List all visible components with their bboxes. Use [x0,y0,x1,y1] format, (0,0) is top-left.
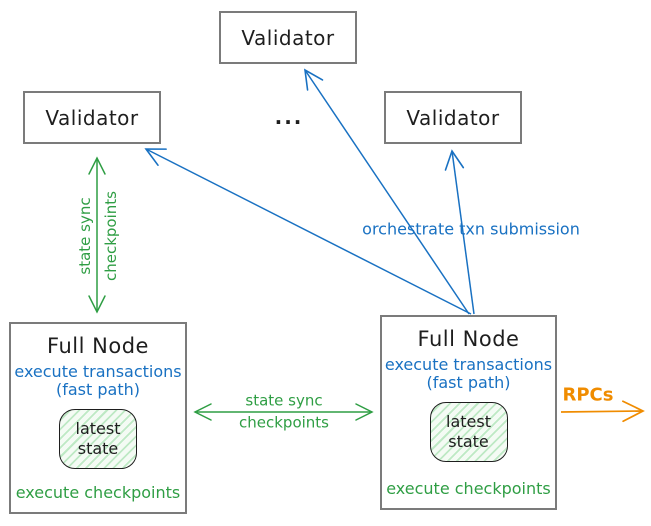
full-node-right-fast-path: (fast path) [426,373,511,393]
edge-label-state-sync-horizontal: state sync checkpoints [239,390,329,434]
full-node-box-left: Full Node execute transactions (fast pat… [9,322,187,514]
edge-label-state-sync-vertical: state sync checkpoints [72,191,125,281]
full-node-left-fast-path: (fast path) [56,380,140,400]
edge-label-state-sync-vertical-line1: state sync [75,197,94,275]
edge-label-rpcs: RPCs [562,384,614,406]
validator-left-label: Validator [45,105,139,130]
latest-state-left-label: latest state [75,418,121,458]
validator-box-left: Validator [23,91,161,144]
latest-state-box-left: latest state [59,408,137,469]
full-node-right-execute-checkpoints: execute checkpoints [386,479,551,498]
full-node-left-execute-checkpoints: execute checkpoints [15,483,181,502]
full-node-right-execute-transactions: execute transactions [384,355,553,374]
validator-box-top: Validator [219,11,357,64]
rpcs-arrow [560,400,645,423]
edge-label-state-sync-vertical-line2: checkpoints [102,191,120,281]
edge-label-state-sync-horizontal-line1: state sync [245,391,323,410]
validator-right-label: Validator [406,105,500,130]
full-node-box-right: Full Node execute transactions (fast pat… [380,315,557,510]
full-node-left-execute-transactions: execute transactions [14,362,182,381]
validator-top-label: Validator [241,25,335,50]
edge-label-orchestrate: orchestrate txn submission [362,219,580,239]
latest-state-box-right: latest state [429,401,508,462]
validator-box-right: Validator [384,91,522,144]
full-node-left-title: Full Node [47,334,149,358]
full-node-right-title: Full Node [417,327,520,351]
validators-ellipsis: ... [274,105,304,129]
latest-state-right-label: latest state [446,411,491,451]
edge-label-state-sync-horizontal-line2: checkpoints [239,413,329,431]
